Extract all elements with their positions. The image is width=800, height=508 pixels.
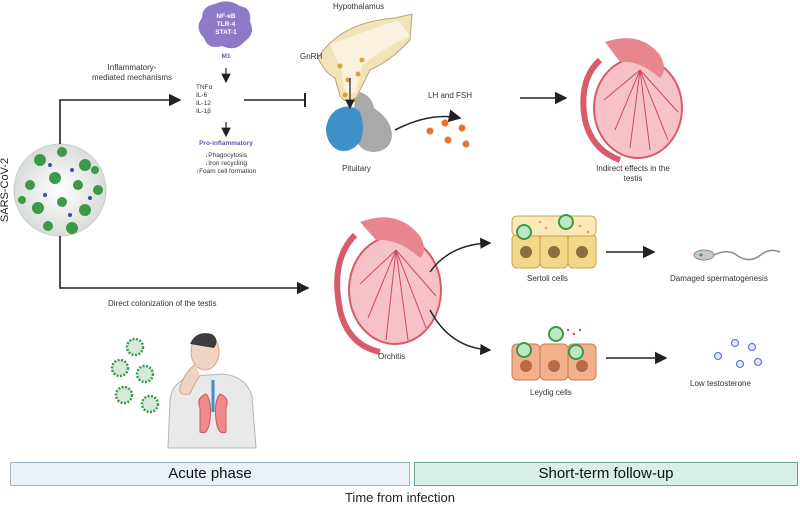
direct-colonization-label: Direct colonization of the testis	[108, 299, 217, 308]
cytokine-il12: IL-12	[196, 100, 211, 107]
sars-cov-2-virus-icon	[13, 143, 107, 237]
sperm-icon	[693, 249, 781, 261]
effect-foam: ↑Foam cell formation	[195, 168, 257, 175]
small-viruses-icon	[110, 337, 160, 414]
acute-phase-bar: Acute phase	[10, 462, 410, 486]
testis-indirect-icon	[580, 38, 683, 163]
arrow-direct	[59, 236, 310, 295]
effect-phagocytosis: ↓Phagocytosis	[205, 152, 247, 159]
sertoli-label: Sertoli cells	[527, 274, 568, 283]
cytokine-il6: IL-6	[196, 92, 208, 99]
leydig-label: Leydig cells	[530, 388, 572, 397]
follow-up-bar: Short-term follow-up	[414, 462, 798, 486]
pro-inflammatory-effects: ↓Phagocytosis ↓Iron recycling ↑Foam cell…	[166, 152, 286, 176]
hypothalamus-pituitary-illustration	[317, 13, 413, 152]
leydig-cells-icon	[511, 326, 597, 381]
cytokine-il1b: IL-1β	[196, 108, 211, 115]
marker-nfkb: NF-κB	[216, 13, 236, 20]
lh-fsh-label: LH and FSH	[428, 91, 473, 100]
m1-label: M1	[221, 53, 231, 60]
gnrh-label: GnRH	[300, 52, 323, 61]
coughing-person-icon	[167, 333, 257, 449]
inhibition-line	[244, 93, 306, 107]
hormone-dots-icon	[426, 119, 470, 148]
cytokine-tnfa: TNFα	[196, 84, 213, 91]
time-axis-label: Time from infection	[344, 490, 456, 505]
arrow-to-leydig	[429, 309, 492, 356]
testosterone-dots-icon	[713, 338, 763, 369]
inflammatory-line-1: Inflammatory-	[107, 63, 157, 72]
m1-markers: NF-κB TLR-4 STAT-1	[204, 13, 248, 37]
indirect-line-2: testis	[623, 174, 643, 183]
sertoli-cells-icon	[511, 214, 597, 269]
pituitary-label: Pituitary	[342, 164, 371, 173]
damaged-spermatogenesis-label: Damaged spermatogenesis	[670, 274, 768, 283]
hypothalamus-label: Hypothalamus	[333, 2, 385, 11]
arrow-lh-fsh	[394, 109, 462, 131]
indirect-line-1: Indirect effects in the	[596, 164, 670, 173]
orchitis-label: Orchitis	[378, 352, 406, 361]
inflammatory-line-2: mediated mechanisms	[91, 73, 173, 82]
indirect-effects-label: Indirect effects in the testis	[578, 164, 688, 184]
low-testosterone-label: Low testosterone	[690, 379, 751, 388]
virus-label: SARS-CoV-2	[0, 157, 11, 223]
marker-stat1: STAT-1	[215, 29, 237, 36]
cytokine-list: TNFα IL-6 IL-12 IL-1β	[196, 84, 246, 116]
arrow-to-sertoli	[429, 237, 492, 273]
pro-inflammatory-label: Pro-inflammatory	[199, 140, 253, 147]
marker-tlr4: TLR-4	[216, 21, 236, 28]
inflammatory-label: Inflammatory- mediated mechanisms	[84, 63, 180, 83]
effect-iron: ↓Iron recycling	[205, 160, 247, 167]
testis-orchitis-icon	[334, 217, 442, 355]
m1-macrophage-icon	[198, 1, 252, 49]
arrow-inflammatory	[59, 93, 182, 144]
